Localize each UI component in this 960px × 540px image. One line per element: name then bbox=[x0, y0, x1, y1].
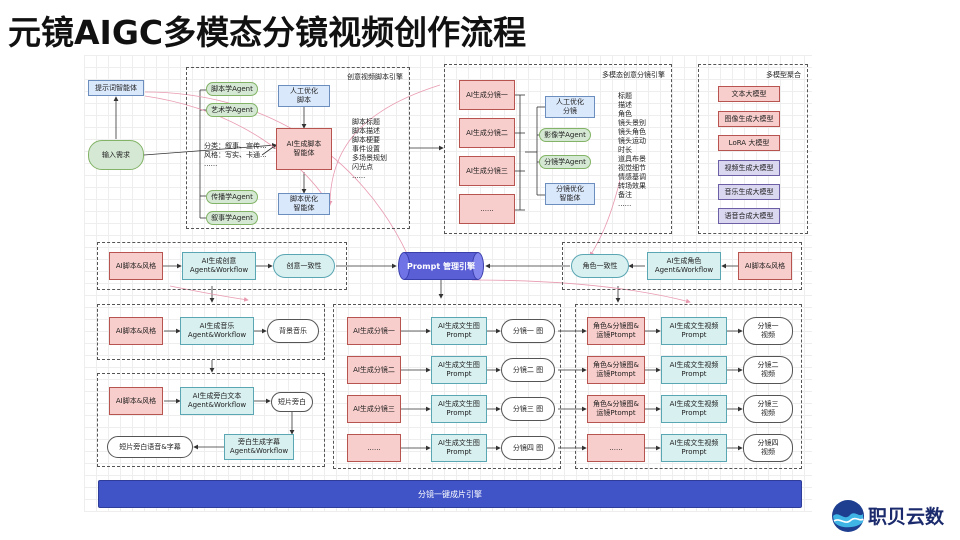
role-script-style[interactable]: AI脚本&风格 bbox=[738, 252, 792, 280]
wave-logo-icon bbox=[832, 500, 864, 532]
music-group bbox=[97, 304, 325, 360]
storyboard-engine-group: 多模态创意分镜引擎 bbox=[444, 64, 672, 234]
music-agent-workflow[interactable]: AI生成音乐 Agent&Workflow bbox=[180, 317, 254, 345]
storyboard-shot-2[interactable]: AI生成分镜二 bbox=[459, 118, 515, 148]
script-engine-group: 创意视频脚本引擎 bbox=[186, 67, 410, 229]
video-in-3[interactable]: 角色&分镜图& 运镜Ptompt bbox=[587, 395, 645, 423]
storyboard-shot-1[interactable]: AI生成分镜一 bbox=[459, 80, 515, 110]
prompt-manager-engine[interactable]: Prompt 管理引擎 bbox=[398, 252, 484, 280]
manual-script-opt[interactable]: 人工优化 脚本 bbox=[278, 85, 330, 107]
image-shot-more[interactable]: ...... bbox=[347, 434, 401, 462]
video-out-4[interactable]: 分镜四 视频 bbox=[743, 434, 793, 462]
creative-script-style[interactable]: AI脚本&风格 bbox=[109, 252, 163, 280]
prompt-manager-label: Prompt 管理引擎 bbox=[407, 261, 475, 271]
image-shot-3[interactable]: AI生成分镜三 bbox=[347, 395, 401, 423]
model-music[interactable]: 音乐生成大模型 bbox=[718, 184, 780, 200]
script-opt-agent[interactable]: 脚本优化 智能体 bbox=[278, 193, 330, 215]
video-in-2[interactable]: 角色&分镜图& 运镜Ptompt bbox=[587, 356, 645, 384]
model-image[interactable]: 图像生成大模型 bbox=[718, 111, 780, 127]
model-aggregate-label: 多模型聚合 bbox=[766, 71, 801, 79]
image-prompt-1[interactable]: AI生成文生图 Prompt bbox=[431, 317, 487, 345]
one-click-video-engine[interactable]: 分镜一键成片引擎 bbox=[98, 480, 802, 508]
storyboard-engine-label: 多模态创意分镜引擎 bbox=[602, 71, 665, 79]
input-demand-box[interactable]: 输入需求 bbox=[88, 140, 144, 170]
role-consistency[interactable]: 角色一致性 bbox=[571, 254, 629, 278]
script-engine-label: 创意视频脚本引擎 bbox=[347, 73, 403, 81]
background-music[interactable]: 背景音乐 bbox=[267, 319, 319, 343]
image-out-4[interactable]: 分镜四 图 bbox=[501, 436, 555, 460]
script-items-text: 脚本标题 脚本描述 脚本梗要 事件设置 多场景规划 闪光点 ...... bbox=[352, 118, 387, 180]
video-prompt-1[interactable]: AI生成文生视频 Prompt bbox=[661, 317, 727, 345]
prompt-agent-box[interactable]: 提示词智能体 bbox=[88, 80, 144, 96]
video-generation-group bbox=[575, 304, 802, 469]
model-text[interactable]: 文本大模型 bbox=[718, 86, 780, 102]
category-text: 分类：叙事、宣传... 风格：写实、卡通... ...... bbox=[204, 142, 267, 168]
agent-writer[interactable]: 脚本学Agent bbox=[206, 82, 258, 96]
narration-agent-workflow[interactable]: AI生成旁白文本 Agent&Workflow bbox=[180, 387, 254, 415]
video-in-1[interactable]: 角色&分镜图& 运镜Ptompt bbox=[587, 317, 645, 345]
logo-text: 职贝云数 bbox=[868, 506, 945, 528]
voice-agent-workflow[interactable]: 旁白生成字幕 Agent&Workflow bbox=[224, 434, 294, 460]
model-aggregate-group: 多模型聚合 bbox=[698, 64, 808, 234]
shot-items-text: 标题 描述 角色 镜头景别 镜头角色 镜头运动 时长 道具布景 视觉细节 情感基… bbox=[618, 92, 646, 208]
role-consistency-group bbox=[562, 242, 802, 290]
short-narration[interactable]: 短片旁白 bbox=[271, 392, 313, 412]
narration-group bbox=[97, 373, 325, 467]
model-speech[interactable]: 语音合成大模型 bbox=[718, 208, 780, 224]
creative-agent-workflow[interactable]: AI生成创意 Agent&Workflow bbox=[182, 252, 256, 280]
creative-consistency-group bbox=[97, 242, 347, 290]
image-shot-2[interactable]: AI生成分镜二 bbox=[347, 356, 401, 384]
manual-shot-opt[interactable]: 人工优化 分镜 bbox=[545, 96, 595, 118]
agent-narrative[interactable]: 叙事学Agent bbox=[206, 211, 258, 225]
image-prompt-3[interactable]: AI生成文生图 Prompt bbox=[431, 395, 487, 423]
image-shot-1[interactable]: AI生成分镜一 bbox=[347, 317, 401, 345]
video-prompt-2[interactable]: AI生成文生视频 Prompt bbox=[661, 356, 727, 384]
image-prompt-4[interactable]: AI生成文生图 Prompt bbox=[431, 434, 487, 462]
image-generation-group bbox=[333, 304, 561, 469]
image-out-3[interactable]: 分镜三 图 bbox=[501, 397, 555, 421]
agent-shot[interactable]: 分镜学Agent bbox=[539, 155, 591, 169]
model-lora[interactable]: LoRA 大模型 bbox=[718, 135, 780, 151]
storyboard-shot-more[interactable]: ...... bbox=[459, 194, 515, 224]
music-script-style[interactable]: AI脚本&风格 bbox=[109, 317, 163, 345]
role-agent-workflow[interactable]: AI生成角色 Agent&Workflow bbox=[647, 252, 721, 280]
video-out-2[interactable]: 分镜二 视频 bbox=[743, 356, 793, 384]
creative-consistency[interactable]: 创意一致性 bbox=[273, 254, 335, 278]
video-prompt-4[interactable]: AI生成文生视频 Prompt bbox=[661, 434, 727, 462]
video-out-3[interactable]: 分镜三 视频 bbox=[743, 395, 793, 423]
script-agent-box[interactable]: AI生成脚本 智能体 bbox=[276, 128, 332, 170]
page-title: 元镜AIGC多模态分镜视频创作流程 bbox=[8, 13, 527, 52]
agent-film[interactable]: 影像学Agent bbox=[539, 128, 591, 142]
narration-script-style[interactable]: AI脚本&风格 bbox=[109, 387, 163, 415]
video-prompt-3[interactable]: AI生成文生视频 Prompt bbox=[661, 395, 727, 423]
image-out-2[interactable]: 分镜二 图 bbox=[501, 358, 555, 382]
video-out-1[interactable]: 分镜一 视频 bbox=[743, 317, 793, 345]
agent-communication[interactable]: 传播学Agent bbox=[206, 190, 258, 204]
model-video[interactable]: 视频生成大模型 bbox=[718, 160, 780, 176]
company-logo: 职贝云数 bbox=[830, 498, 954, 534]
image-prompt-2[interactable]: AI生成文生图 Prompt bbox=[431, 356, 487, 384]
image-out-1[interactable]: 分镜一 图 bbox=[501, 319, 555, 343]
shot-opt-agent[interactable]: 分镜优化 智能体 bbox=[545, 183, 595, 205]
agent-art[interactable]: 艺术学Agent bbox=[206, 103, 258, 117]
narration-voice-subtitle[interactable]: 短片旁白语音&字幕 bbox=[107, 436, 193, 458]
storyboard-shot-3[interactable]: AI生成分镜三 bbox=[459, 156, 515, 186]
video-in-more[interactable]: ...... bbox=[587, 434, 645, 462]
